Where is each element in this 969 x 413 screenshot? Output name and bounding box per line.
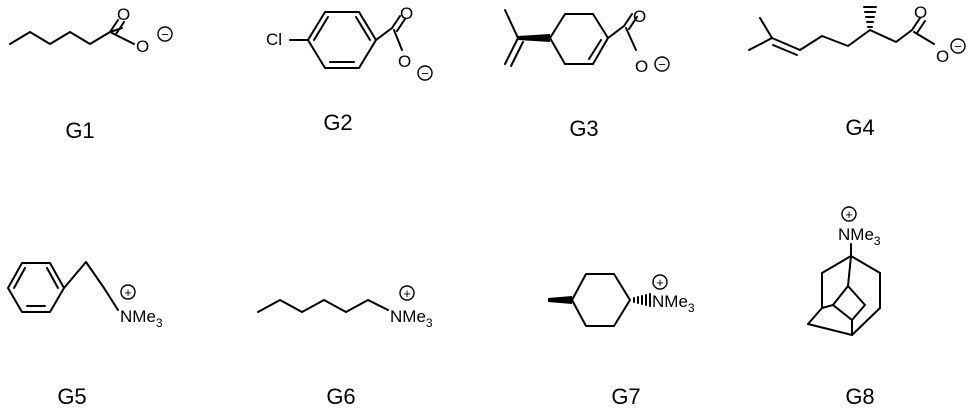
g3-vinyl-bond-2	[510, 41, 524, 67]
g5-charge-circle	[120, 284, 136, 300]
g4-oxygen-bottom: O	[936, 47, 949, 66]
g1-c-o-bond	[111, 32, 135, 45]
g4-charge: −	[954, 39, 962, 54]
g1-oxygen-bottom: O	[136, 37, 149, 56]
g8-nme3: NMe3	[838, 225, 881, 248]
g3-co-bond-1	[623, 13, 633, 27]
g5-benzene-ring	[7, 262, 65, 313]
g4-hashed-wedge	[863, 6, 877, 28]
g4-c-o-bond	[913, 31, 935, 45]
structure-g2: Cl O O − G2	[266, 4, 433, 135]
g2-c-o-bond	[393, 29, 403, 51]
g3-vinyl-bond-1	[504, 37, 519, 65]
g1-charge: −	[161, 27, 169, 42]
g2-oxygen-bottom: O	[398, 52, 411, 71]
structure-g8: NMe3 + G8	[807, 206, 881, 409]
label-g5: G5	[57, 384, 86, 408]
g3-ring-c-bond	[607, 25, 625, 39]
label-g8: G8	[845, 384, 874, 408]
label-g1: G1	[65, 118, 94, 143]
g2-charge: −	[421, 66, 429, 81]
g4-chain	[799, 29, 913, 51]
g3-co-bond-2	[628, 16, 638, 30]
g4-methyl-top	[759, 17, 773, 39]
g5-ring-double-1	[13, 267, 26, 289]
g4-co-bond-2	[916, 20, 926, 34]
g5-ring-double-2	[46, 267, 59, 289]
g3-cyclohexene-ring	[549, 13, 609, 65]
g1-co-bond-1	[109, 19, 119, 33]
structure-g3: O O − G3	[504, 7, 670, 141]
g3-c-o-bond	[625, 27, 637, 51]
g7-nme3: NMe3	[652, 292, 695, 315]
g2-ring-c-bond	[375, 27, 393, 41]
g1-charge-circle	[157, 26, 173, 42]
label-g6: G6	[326, 384, 355, 408]
g7-charge: +	[656, 275, 664, 290]
structure-g7: NMe3 + G7	[548, 273, 695, 409]
g3-methyl-bond	[504, 9, 519, 39]
structure-g4: O O − G4	[748, 3, 966, 140]
g1-oxygen-top: O	[117, 5, 130, 24]
g4-charge-circle	[950, 38, 966, 54]
g4-oxygen-top: O	[914, 3, 927, 22]
g2-chlorine: Cl	[266, 30, 282, 49]
label-g2: G2	[323, 110, 352, 135]
g2-ring-double-2	[355, 16, 371, 41]
label-g3: G3	[569, 116, 598, 141]
structure-g1: O O − G1	[9, 5, 173, 143]
g4-alkene-1	[771, 37, 801, 51]
g2-ring-double-1	[313, 16, 329, 41]
g5-chain	[63, 261, 119, 311]
g7-methyl-wedge	[548, 296, 572, 304]
g2-oxygen-top: O	[400, 4, 413, 23]
g5-nme3: NMe3	[120, 307, 163, 330]
g8-adamantane-cage	[807, 243, 881, 336]
label-g4: G4	[845, 115, 874, 140]
g6-charge-circle	[399, 285, 415, 301]
g6-chain	[257, 299, 389, 313]
g6-charge: +	[403, 286, 411, 301]
g3-charge: −	[658, 57, 666, 72]
g3-wedge-bond	[518, 34, 550, 42]
g3-ring-double	[588, 39, 602, 60]
g7-cyclohexane-ring	[571, 273, 631, 327]
g3-oxygen-bottom: O	[635, 57, 648, 76]
g2-charge-circle	[417, 65, 433, 81]
g6-nme3: NMe3	[390, 307, 433, 330]
g2-co-bond-2	[396, 18, 406, 32]
g2-benzene-ring	[307, 11, 377, 69]
g7-hashed-wedge	[633, 293, 651, 307]
label-g7: G7	[611, 384, 640, 408]
g8-charge: +	[845, 207, 853, 222]
g3-oxygen-top: O	[633, 7, 646, 26]
g4-alkene-2	[772, 44, 798, 56]
g5-charge: +	[124, 285, 132, 300]
g1-chain	[9, 27, 123, 45]
structure-g5: NMe3 + G5	[7, 261, 163, 409]
g4-methyl-left	[748, 37, 773, 51]
structure-g6: NMe3 + G6	[257, 285, 433, 409]
g4-co-bond-1	[911, 17, 921, 31]
g3-charge-circle	[654, 56, 670, 72]
g7-charge-circle	[652, 274, 668, 290]
g1-co-bond-2	[115, 21, 125, 35]
g8-charge-circle	[841, 206, 857, 222]
g2-co-bond-1	[391, 15, 401, 29]
